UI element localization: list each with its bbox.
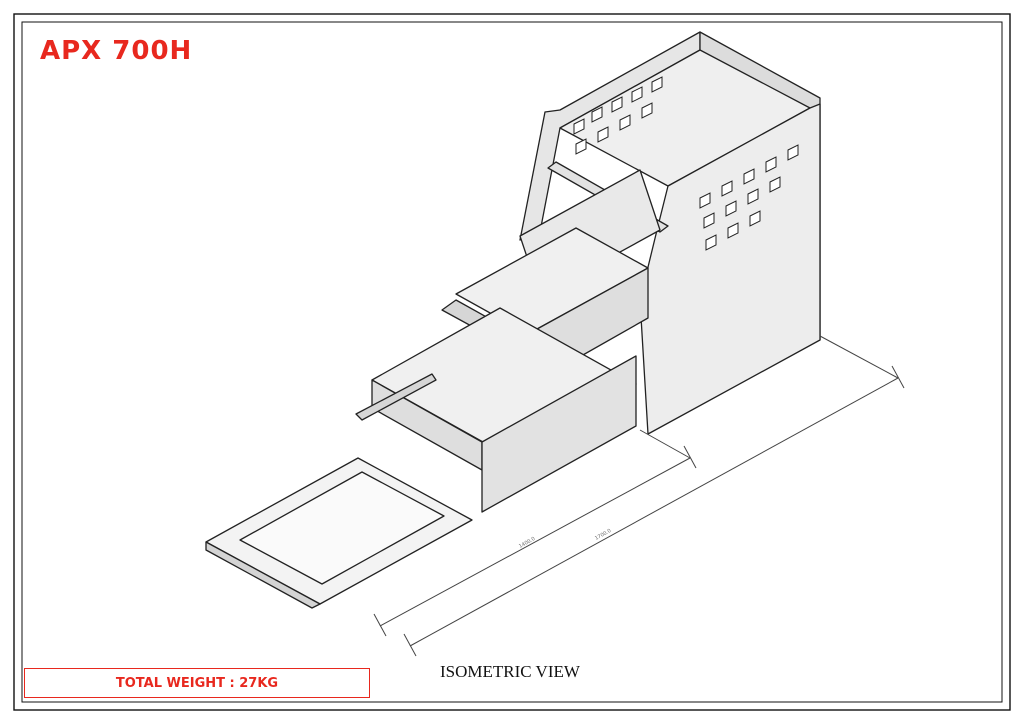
dimension-line-2 xyxy=(409,377,899,647)
bottom-tray-inner xyxy=(239,471,445,585)
inner-frame xyxy=(21,21,1003,703)
dimension-lines xyxy=(373,335,905,657)
total-weight-label: TOTAL WEIGHT : 27KG xyxy=(115,675,279,691)
middle-drawer-handle xyxy=(355,373,437,421)
middle-drawer-front xyxy=(481,355,637,513)
isometric-drawer-unit xyxy=(205,31,821,609)
product-title: APX 700H xyxy=(40,36,193,66)
outer-frame xyxy=(13,13,1011,711)
view-label: ISOMETRIC VIEW xyxy=(440,662,580,681)
total-weight-box: TOTAL WEIGHT : 27KG xyxy=(24,668,370,698)
bottom-tray-lip xyxy=(205,541,321,609)
panel-cutouts xyxy=(573,76,799,251)
dimension-line-1 xyxy=(379,457,691,627)
